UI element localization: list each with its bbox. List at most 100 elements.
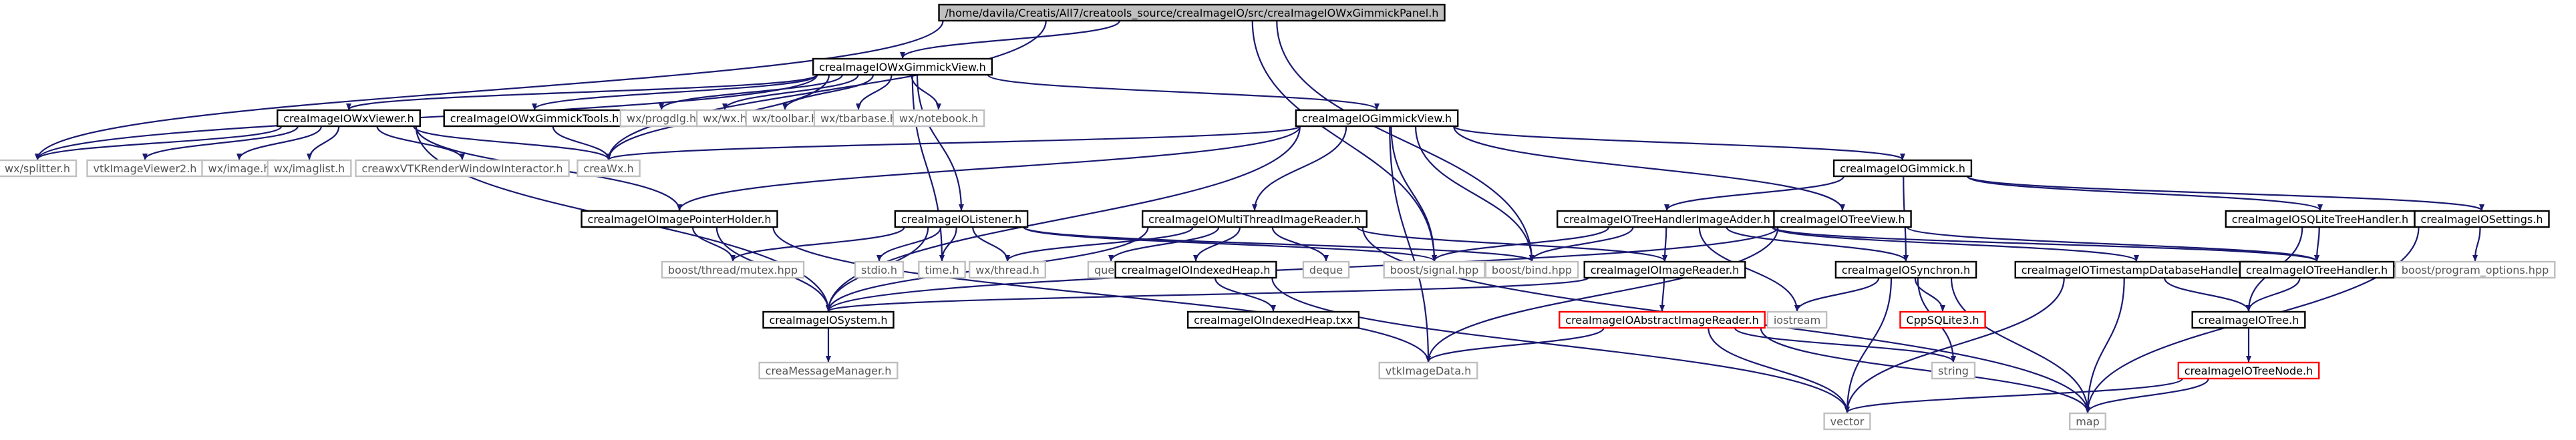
edge-gimmickView-to-bind bbox=[1414, 126, 1535, 262]
node-label: vtkImageData.h bbox=[1386, 365, 1472, 377]
edge-treeNode-to-vector bbox=[1844, 377, 2183, 414]
edge-settings-to-programOptions bbox=[2472, 226, 2481, 262]
node-box bbox=[968, 260, 1047, 279]
node-sqliteTreeHandler[interactable]: creaImageIOSQLiteTreeHandler.h bbox=[2225, 210, 2416, 228]
node-label: creaImageIOAbstractImageReader.h bbox=[1565, 314, 1758, 326]
node-vector: vector bbox=[1823, 412, 1871, 431]
node-label: creaImageIOImageReader.h bbox=[1591, 264, 1740, 276]
node-box bbox=[1832, 159, 1973, 178]
node-label: wx/thread.h bbox=[975, 264, 1039, 276]
edge-treeHandlerAdder-to-iostream bbox=[1698, 226, 1800, 312]
node-cppsqlite[interactable]: CppSQLite3.h bbox=[1899, 310, 1986, 329]
node-box bbox=[1899, 310, 1986, 329]
edge-treeHandlerAdder-to-bind bbox=[1529, 226, 1634, 262]
node-wximage: wx/image.h bbox=[201, 159, 277, 178]
node-label: creaImageIOTreeView.h bbox=[1780, 213, 1905, 226]
node-label: wx/splitter.h bbox=[5, 162, 70, 175]
node-box bbox=[2191, 310, 2306, 329]
node-settings[interactable]: creaImageIOSettings.h bbox=[2414, 210, 2550, 228]
node-label: wx/notebook.h bbox=[899, 112, 978, 125]
node-creaWx: creaWx.h bbox=[577, 159, 641, 178]
node-timestampHandler[interactable]: creaImageIOTimestampDatabaseHandler.h bbox=[2014, 260, 2259, 279]
node-box bbox=[1834, 260, 1977, 279]
edge-gimmick-to-treeHandlerAdder bbox=[1664, 176, 1844, 211]
node-treeView[interactable]: creaImageIOTreeView.h bbox=[1773, 210, 1912, 228]
node-root[interactable]: /home/davila/Creatis/All7/creatools_sour… bbox=[938, 3, 1446, 22]
node-synchron[interactable]: creaImageIOSynchron.h bbox=[1834, 260, 1977, 279]
node-wxGimmickView[interactable]: creaImageIOWxGimmickView.h bbox=[812, 57, 993, 76]
edge-sqliteTreeHandler-to-treeHandler bbox=[2314, 226, 2320, 262]
node-label: boost/thread/mutex.hpp bbox=[668, 264, 798, 276]
node-box bbox=[1823, 412, 1871, 431]
edge-multiThreadReader-to-wxthread bbox=[1005, 226, 1194, 262]
node-mutex: boost/thread/mutex.hpp bbox=[661, 260, 805, 279]
edge-gimmickView-to-vtkImageData bbox=[1389, 126, 1431, 363]
node-box bbox=[812, 57, 993, 76]
node-label: map bbox=[2076, 415, 2100, 428]
edge-wxGimmickView-to-gimmickView bbox=[987, 73, 1380, 111]
node-label: wx/image.h bbox=[208, 162, 270, 175]
node-listener[interactable]: creaImageIOListener.h bbox=[894, 210, 1029, 228]
node-box bbox=[758, 361, 899, 380]
node-box bbox=[2239, 260, 2395, 279]
node-label: creaImageIOSettings.h bbox=[2421, 213, 2543, 226]
edge-timestampHandler-to-vector bbox=[1844, 277, 2065, 413]
edge-abstractReader-to-vector bbox=[1708, 327, 1850, 413]
node-indexedHeapTxx[interactable]: creaImageIOIndexedHeap.txx bbox=[1186, 310, 1360, 329]
node-label: stdio.h bbox=[861, 264, 897, 276]
node-label: deque bbox=[1309, 264, 1343, 276]
node-box bbox=[892, 109, 985, 128]
node-wxGimmickTools[interactable]: creaImageIOWxGimmickTools.h bbox=[443, 109, 626, 128]
node-label: creaImageIOTreeHandler.h bbox=[2246, 264, 2388, 276]
edge-listener-to-stdio bbox=[876, 226, 942, 262]
node-timeh: time.h bbox=[918, 260, 966, 279]
node-label: vector bbox=[1830, 415, 1865, 428]
node-bind: boost/bind.hpp bbox=[1484, 260, 1579, 279]
node-tree[interactable]: creaImageIOTree.h bbox=[2191, 310, 2306, 329]
node-multiThreadReader[interactable]: creaImageIOMultiThreadImageReader.h bbox=[1141, 210, 1368, 228]
edge-gimmickView-to-treeView bbox=[1453, 126, 1845, 211]
node-treeHandlerAdder[interactable]: creaImageIOTreeHandlerImageAdder.h bbox=[1556, 210, 1778, 228]
node-imagePointerHolder[interactable]: creaImageIOImagePointerHolder.h bbox=[581, 210, 778, 228]
node-box bbox=[661, 260, 805, 279]
node-box bbox=[695, 109, 754, 128]
edge-treeHandlerAdder-to-synchron bbox=[1726, 226, 1909, 262]
node-label: vtkImageViewer2.h bbox=[94, 162, 197, 175]
node-box bbox=[443, 109, 626, 128]
edge-treeView-to-vtkImageData bbox=[1426, 226, 1779, 363]
node-treeHandler[interactable]: creaImageIOTreeHandler.h bbox=[2239, 260, 2395, 279]
edge-gimmickView-to-creaWx bbox=[606, 125, 1301, 161]
node-indexedHeap[interactable]: creaImageIOIndexedHeap.h bbox=[1114, 260, 1277, 279]
edge-listener-to-bind bbox=[1023, 226, 1535, 262]
edge-imagePointerHolder-to-vtkImageData bbox=[772, 226, 1431, 363]
node-box bbox=[0, 159, 77, 178]
node-iostream: iostream bbox=[1766, 310, 1828, 329]
node-wxtbarbase: wx/tbarbase.h bbox=[813, 109, 904, 128]
node-gimmick[interactable]: creaImageIOGimmick.h bbox=[1832, 159, 1973, 178]
node-abstractReader[interactable]: creaImageIOAbstractImageReader.h bbox=[1559, 310, 1766, 329]
edge-gimmick-to-sqliteTreeHandler bbox=[1966, 175, 2323, 212]
edge-multiThreadReader-to-queue bbox=[1108, 226, 1220, 262]
node-box bbox=[854, 260, 905, 279]
node-treeNode[interactable]: creaImageIOTreeNode.h bbox=[2177, 361, 2320, 380]
node-label: creaMessageManager.h bbox=[766, 365, 892, 377]
node-box bbox=[1484, 260, 1579, 279]
edge-wxGimmickView-to-wxViewer bbox=[346, 73, 818, 111]
edge-indexedHeap-to-indexedHeapTxx bbox=[1214, 277, 1276, 312]
node-wxViewer[interactable]: creaImageIOWxViewer.h bbox=[277, 109, 421, 128]
edge-treeHandler-to-tree bbox=[2246, 277, 2301, 312]
node-label: wx/imaglist.h bbox=[274, 162, 345, 175]
edge-gimmickView-to-gimmick bbox=[1453, 125, 1905, 161]
node-label: boost/bind.hpp bbox=[1492, 264, 1572, 276]
node-box bbox=[1378, 361, 1478, 380]
node-imageReader[interactable]: creaImageIOImageReader.h bbox=[1583, 260, 1746, 279]
node-box bbox=[938, 3, 1446, 22]
node-gimmickView[interactable]: creaImageIOGimmickView.h bbox=[1295, 109, 1459, 128]
node-box bbox=[2069, 412, 2106, 431]
edge-wxGimmickView-to-wxGimmickTools bbox=[532, 74, 818, 110]
edge-wxViewer-to-wxsplitter bbox=[35, 126, 283, 160]
node-label: creaImageIOIndexedHeap.h bbox=[1122, 264, 1271, 276]
edge-synchron-to-map bbox=[1950, 277, 2090, 413]
node-system[interactable]: creaImageIOSystem.h bbox=[762, 310, 895, 329]
